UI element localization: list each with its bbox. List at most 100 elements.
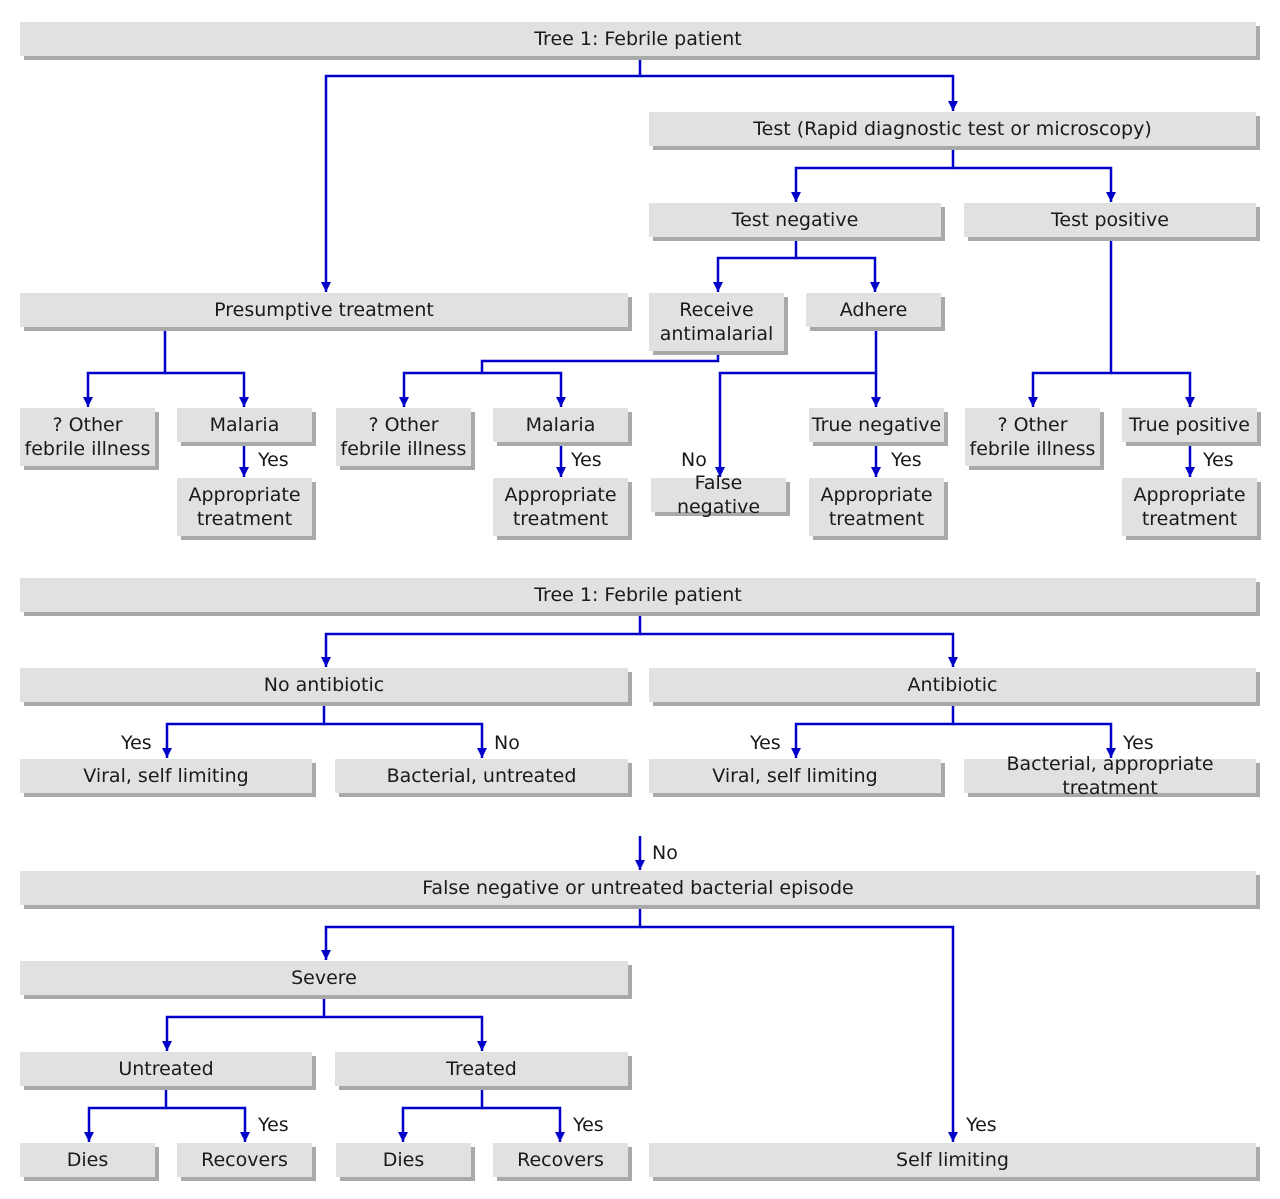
receive-other-illness-label: ? Other febrile illness [340, 414, 467, 460]
treated-box: Treated [335, 1052, 628, 1086]
test-negative-label: Test negative [731, 209, 859, 231]
receive-antimalarial-label: Receive antimalarial [659, 299, 774, 345]
antibiotic-label: Antibiotic [907, 674, 998, 696]
tree2-yes-label: Yes [1123, 732, 1154, 754]
true-positive-label: True positive [1129, 414, 1250, 436]
connector-arrow [482, 1106, 565, 1142]
tree3-yes-label: Yes [258, 1114, 289, 1136]
connector-arrow [321, 905, 642, 960]
positive-other-illness-box: ? Other febrile illness [965, 408, 1100, 466]
tree2-yes-label: Yes [750, 732, 781, 754]
test-negative-box: Test negative [649, 203, 941, 237]
tree3-yes-label: Yes [966, 1114, 997, 1136]
severe-label: Severe [291, 967, 357, 989]
receive-antimalarial-box: Receive antimalarial [649, 293, 784, 351]
receive-appropriate-treatment-label: Appropriate treatment [504, 484, 617, 530]
dies-label: Dies [382, 1149, 425, 1171]
connector-arrow [84, 1086, 168, 1142]
connector-arrow [791, 146, 955, 202]
connector-arrow [162, 702, 326, 758]
positive-other-illness-label: ? Other febrile illness [969, 414, 1096, 460]
adhere-label: Adhere [839, 299, 908, 321]
viral-self-limiting-label: Viral, self limiting [712, 765, 878, 787]
connector-arrow [796, 256, 880, 292]
tree3-no-label: No [652, 842, 678, 864]
bacterial-untreated-label: Bacterial, untreated [386, 765, 577, 787]
antibiotic-box: Antibiotic [649, 668, 1256, 702]
recovers-box: Recovers [177, 1143, 312, 1177]
viral-self-limiting-box: Viral, self limiting [649, 759, 941, 793]
adhere-box: Adhere [806, 293, 941, 327]
false-negative-box: False negative [651, 472, 786, 518]
presumptive-malaria-box: Malaria [177, 408, 312, 442]
connector-arrow [398, 1086, 484, 1142]
tree1-root-box: Tree 1: Febrile patient [20, 22, 1256, 56]
tree3-yes-label: Yes [573, 1114, 604, 1136]
receive-malaria-box: Malaria [493, 408, 628, 442]
dies-label: Dies [66, 1149, 109, 1171]
dies-box: Dies [336, 1143, 471, 1177]
bacterial-untreated-box: Bacterial, untreated [335, 759, 628, 793]
connector-arrow [399, 351, 720, 407]
tree1-root-label: Tree 1: Febrile patient [534, 28, 742, 50]
tree2-root-box: Tree 1: Febrile patient [20, 578, 1256, 612]
presumptive-treatment-label: Presumptive treatment [214, 299, 434, 321]
bacterial-appropriate-treatment-label: Bacterial, appropriate treatment [1006, 753, 1214, 799]
recovers-label: Recovers [201, 1149, 288, 1171]
connector-arrow [321, 612, 642, 667]
true-negative-appropriate-treatment-label: Appropriate treatment [820, 484, 933, 530]
test-positive-label: Test positive [1051, 209, 1169, 231]
false-negative-episode-label: False negative or untreated bacterial ep… [422, 877, 854, 899]
tree1-yes-label: Yes [258, 449, 289, 471]
recovers-label: Recovers [517, 1149, 604, 1171]
connector-arrow [640, 632, 958, 667]
untreated-label: Untreated [118, 1058, 214, 1080]
tree2-yes-label: Yes [121, 732, 152, 754]
true-positive-box: True positive [1122, 408, 1257, 442]
true-negative-appropriate-treatment-box: Appropriate treatment [809, 478, 944, 536]
test-positive-box: Test positive [964, 203, 1256, 237]
recovers-box: Recovers [493, 1143, 628, 1177]
connector-arrow [482, 371, 566, 407]
connector-arrow [321, 56, 642, 292]
presumptive-other-illness-box: ? Other febrile illness [20, 408, 155, 466]
severe-box: Severe [20, 961, 628, 995]
presumptive-other-illness-label: ? Other febrile illness [24, 414, 151, 460]
test-box: Test (Rapid diagnostic test or microscop… [649, 112, 1256, 146]
tree2-root-label: Tree 1: Febrile patient [534, 584, 742, 606]
false-negative-episode-box: False negative or untreated bacterial ep… [20, 871, 1256, 905]
connector-arrow [953, 722, 1116, 758]
self-limiting-label: Self limiting [896, 1149, 1009, 1171]
tree1-yes-label: Yes [571, 449, 602, 471]
connector-arrow [324, 1015, 487, 1051]
false-negative-label: False negative [676, 472, 761, 518]
receive-other-illness-box: ? Other febrile illness [336, 408, 471, 466]
viral-self-limiting-label: Viral, self limiting [83, 765, 249, 787]
dies-box: Dies [20, 1143, 155, 1177]
connector-arrow [162, 995, 326, 1051]
no-antibiotic-box: No antibiotic [20, 668, 628, 702]
connector-arrow [640, 74, 958, 111]
connector-arrow [165, 371, 249, 407]
connector-arrow [1111, 371, 1195, 407]
presumptive-malaria-label: Malaria [209, 414, 280, 436]
bacterial-appropriate-treatment-box: Bacterial, appropriate treatment [964, 753, 1256, 799]
treated-label: Treated [446, 1058, 517, 1080]
viral-self-limiting-box: Viral, self limiting [20, 759, 312, 793]
untreated-box: Untreated [20, 1052, 312, 1086]
true-negative-box: True negative [809, 408, 944, 442]
receive-appropriate-treatment-box: Appropriate treatment [493, 478, 628, 536]
self-limiting-box: Self limiting [649, 1143, 1256, 1177]
connector-arrow [640, 925, 958, 1142]
connector-arrow [83, 327, 167, 407]
test-label: Test (Rapid diagnostic test or microscop… [753, 118, 1152, 140]
connector-arrow [324, 722, 487, 758]
presumptive-appropriate-treatment-label: Appropriate treatment [188, 484, 301, 530]
connector-arrow [713, 237, 798, 292]
tree1-yes-label: Yes [891, 449, 922, 471]
presumptive-appropriate-treatment-box: Appropriate treatment [177, 478, 312, 536]
tree1-no-label: No [681, 449, 707, 471]
no-antibiotic-label: No antibiotic [263, 674, 385, 696]
connector-arrow [791, 702, 955, 758]
